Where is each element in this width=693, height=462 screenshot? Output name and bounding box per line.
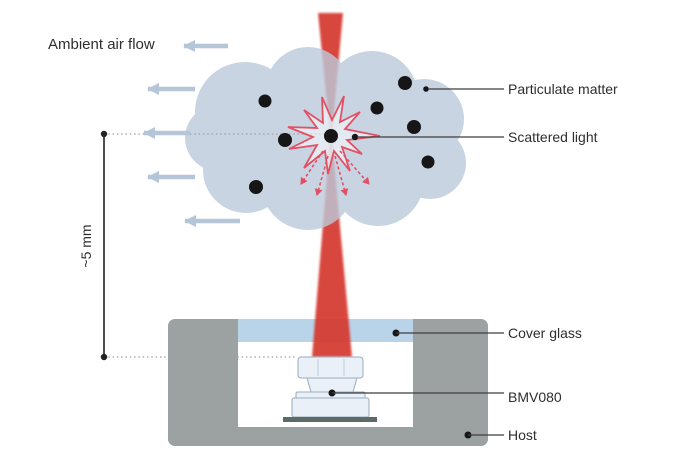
- sensor-pcb: [283, 417, 377, 422]
- scatter-ray: [334, 155, 349, 196]
- dimension-label: ~5 mm: [78, 224, 94, 268]
- host-label: Host: [508, 427, 537, 443]
- leader-anchor-scattered-light: [351, 133, 359, 141]
- laser-beam-lower: [312, 139, 352, 357]
- scatter-ray: [300, 150, 324, 185]
- particle-dot: [249, 180, 263, 194]
- sensor-barrel: [297, 356, 364, 379]
- dimension-5mm: [100, 130, 330, 361]
- ambient-air-flow-label: Ambient air flow: [48, 36, 155, 53]
- particulate-matter-label: Particulate matter: [508, 81, 618, 97]
- particle-dot: [258, 94, 272, 108]
- bmv080-sensor: [283, 356, 377, 422]
- particle-dot: [370, 101, 384, 115]
- particle-dot-laser-focus: [324, 129, 338, 143]
- particle-dot: [421, 155, 435, 169]
- leader-lines: [328, 86, 504, 439]
- particle-dot: [407, 120, 421, 134]
- scatter-ray: [314, 155, 329, 196]
- air-flow-arrows: [143, 40, 240, 227]
- bmv080-label: BMV080: [508, 389, 562, 405]
- sensor-base: [291, 397, 370, 418]
- particle-dot: [278, 133, 292, 147]
- sensor-barrel-seams: [317, 359, 345, 376]
- particle-dot: [398, 76, 412, 90]
- dimension-endpoint-top: [100, 130, 108, 138]
- scatter-ray: [339, 150, 370, 185]
- scattered-light-label: Scattered light: [508, 129, 598, 145]
- leader-anchor-particulate-matter: [423, 86, 429, 92]
- particle-dots: [249, 76, 435, 194]
- cover-glass-label: Cover glass: [508, 325, 582, 341]
- dimension-endpoint-bottom: [100, 353, 108, 361]
